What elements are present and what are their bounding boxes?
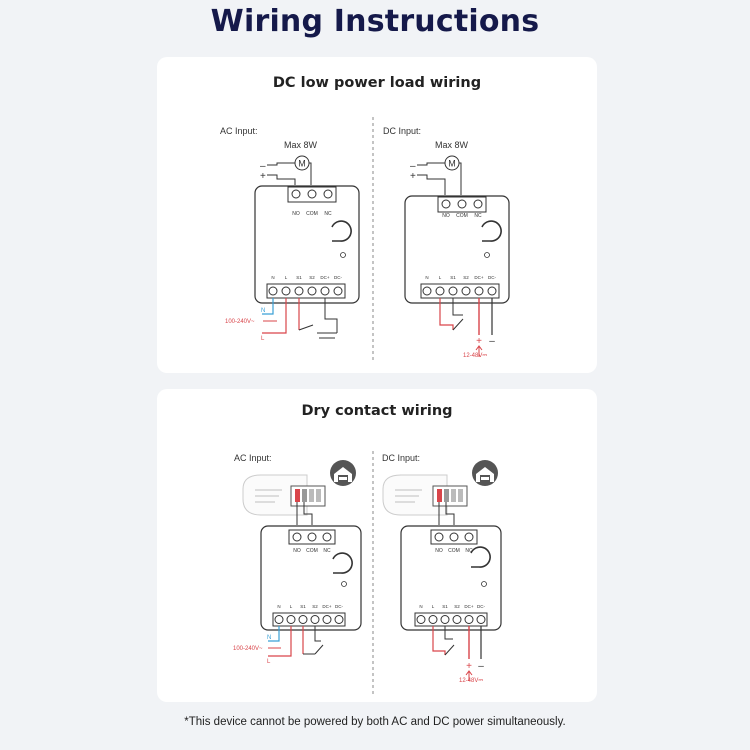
device-body: NO COM NC N L S1 S2 DC+ DC- [404, 195, 510, 304]
section-title: Dry contact wiring [301, 403, 453, 419]
switch-icon [314, 644, 324, 655]
svg-text:N: N [267, 635, 271, 641]
svg-text:COM: COM [456, 213, 468, 219]
svg-text:+: + [466, 661, 472, 672]
svg-text:12-48V⎓: 12-48V⎓ [459, 678, 483, 684]
svg-text:N: N [277, 604, 280, 609]
device-body: NO COM NC N L S1 S2 DC+ DC- [254, 185, 360, 304]
svg-text:–: – [478, 661, 484, 672]
svg-text:DC+: DC+ [322, 604, 331, 609]
svg-text:S2: S2 [312, 604, 318, 609]
svg-text:S2: S2 [463, 275, 469, 280]
svg-text:L: L [261, 336, 265, 342]
svg-text:DC+: DC+ [464, 604, 473, 609]
svg-text:S1: S1 [296, 275, 302, 280]
svg-text:N: N [425, 275, 428, 280]
svg-text:12-48V⎓: 12-48V⎓ [463, 353, 487, 359]
switch-icon [452, 318, 464, 331]
switch-icon [298, 324, 337, 339]
input-label: AC Input: [234, 453, 272, 463]
svg-text:M: M [448, 159, 456, 169]
svg-text:COM: COM [448, 548, 460, 554]
svg-text:100-240V~: 100-240V~ [225, 319, 255, 325]
svg-text:L: L [290, 604, 293, 609]
svg-text:L: L [267, 659, 271, 665]
svg-text:S2: S2 [309, 275, 315, 280]
svg-text:DC+: DC+ [320, 275, 329, 280]
svg-text:COM: COM [306, 548, 318, 554]
svg-text:DC+: DC+ [474, 275, 483, 280]
svg-text:S1: S1 [450, 275, 456, 280]
svg-text:–: – [489, 336, 495, 347]
svg-text:L: L [432, 604, 435, 609]
svg-text:S2: S2 [454, 604, 460, 609]
garage-icon [472, 460, 498, 486]
svg-text:+: + [476, 336, 482, 347]
device-body: NO COM NC N L S1 S2 DC+ DC- [400, 525, 502, 631]
svg-text:S1: S1 [442, 604, 448, 609]
svg-text:N: N [261, 308, 265, 314]
input-label: AC Input: [220, 126, 258, 136]
svg-text:NO: NO [435, 548, 443, 554]
dry-contact-wiring-diagram: AC Input: NO COM [233, 451, 502, 695]
garage-controller [382, 474, 468, 516]
input-label: DC Input: [382, 453, 420, 463]
svg-text:NO: NO [293, 548, 301, 554]
device-body: NO COM NC N L S1 S2 DC+ DC- [260, 525, 362, 631]
footnote: *This device cannot be powered by both A… [184, 716, 566, 728]
svg-text:DC-: DC- [334, 275, 342, 280]
svg-text:NC: NC [324, 211, 332, 217]
dc-load-wiring-diagram: AC Input: Max 8W M – + NO COM NC N L S1 … [220, 117, 510, 363]
motor-icon: M [294, 155, 310, 171]
page-title: Wiring Instructions [210, 4, 540, 39]
load-label: Max 8W [284, 140, 318, 150]
svg-text:N: N [271, 275, 274, 280]
svg-text:DC-: DC- [477, 604, 485, 609]
svg-text:+: + [260, 171, 266, 182]
switch-icon [444, 644, 455, 656]
svg-text:NO: NO [292, 211, 300, 217]
garage-controller [242, 474, 326, 516]
svg-text:NC: NC [474, 213, 482, 219]
svg-text:100-240V~: 100-240V~ [233, 646, 263, 652]
svg-text:–: – [260, 161, 266, 172]
load-label: Max 8W [435, 140, 469, 150]
section-title: DC low power load wiring [272, 75, 482, 91]
svg-text:N: N [419, 604, 422, 609]
svg-text:M: M [298, 159, 306, 169]
svg-text:–: – [410, 161, 416, 172]
svg-text:NC: NC [323, 548, 331, 554]
dry-contact-wiring-panel: Dry contact wiring AC Input: [157, 389, 597, 702]
dc-load-wiring-panel: DC low power load wiring AC Input: Max 8… [157, 57, 597, 373]
garage-icon [330, 460, 356, 486]
svg-text:S1: S1 [300, 604, 306, 609]
svg-text:+: + [410, 171, 416, 182]
svg-text:NO: NO [442, 213, 450, 219]
svg-text:DC-: DC- [488, 275, 496, 280]
motor-icon: M [444, 155, 460, 171]
svg-text:COM: COM [306, 211, 318, 217]
svg-text:L: L [439, 275, 442, 280]
svg-text:NC: NC [465, 548, 473, 554]
svg-text:DC-: DC- [335, 604, 343, 609]
svg-text:L: L [285, 275, 288, 280]
input-label: DC Input: [383, 126, 421, 136]
